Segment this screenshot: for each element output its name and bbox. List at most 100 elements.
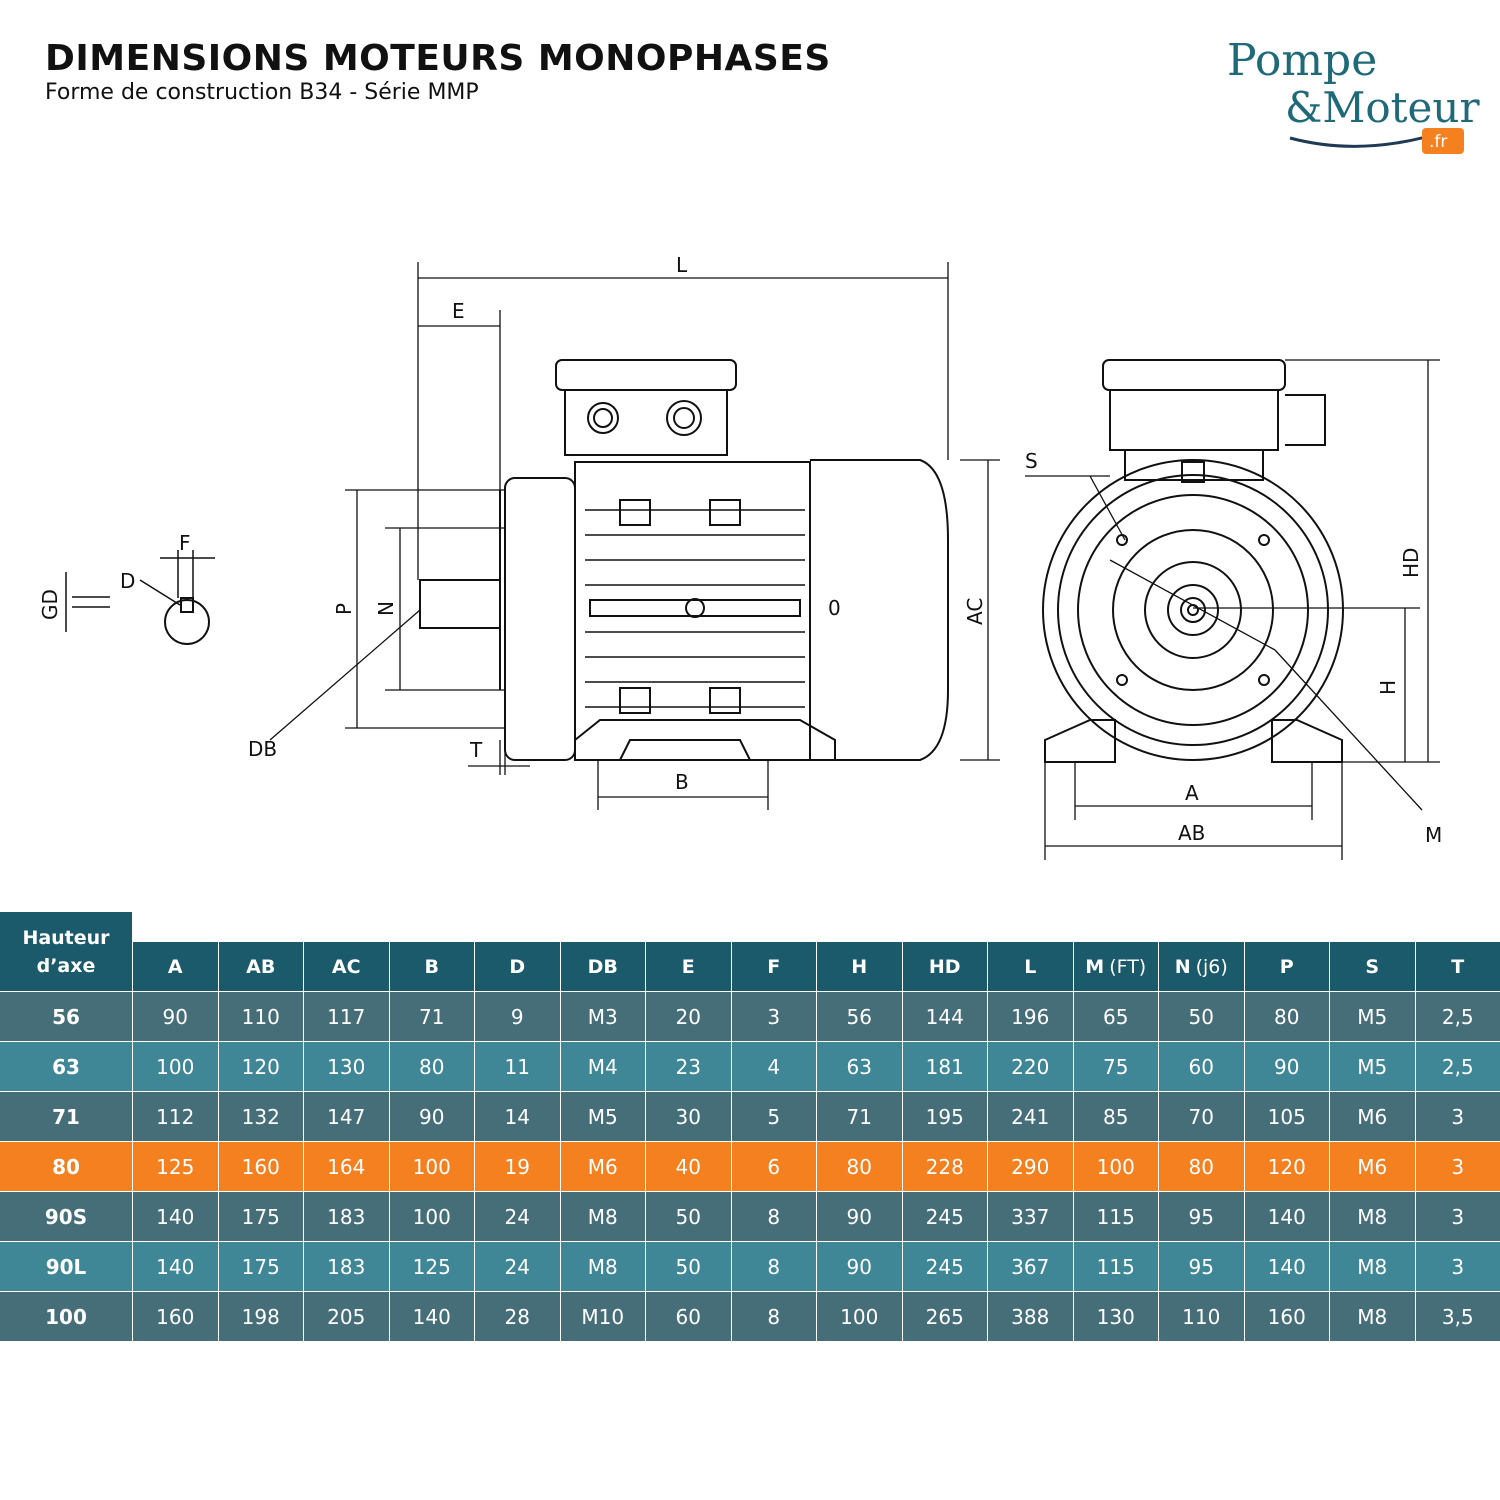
table-cell: 100 (1072, 1142, 1159, 1191)
header-col-l: L (987, 942, 1073, 992)
header-col-label: B (424, 956, 439, 978)
label-A: A (1185, 781, 1199, 805)
table-cell: 196 (987, 992, 1073, 1041)
row-height-cell: 80 (52, 1154, 80, 1179)
brand-logo: Pompe &Moteur .fr (1227, 35, 1480, 154)
table-cell: 8 (730, 1242, 817, 1291)
label-P: P (332, 603, 356, 615)
table-cell: 130 (303, 1042, 389, 1091)
header-col-label: AB (246, 956, 276, 978)
logo-badge-bg (1422, 128, 1464, 154)
table-cell: 80 (816, 1142, 902, 1191)
header-col-label: H (851, 956, 868, 978)
header-col-e: E (645, 942, 731, 992)
page-subtitle: Forme de construction B34 - Série MMP (45, 80, 479, 105)
label-AC: AC (963, 598, 987, 625)
table-cell: 175 (217, 1192, 304, 1241)
table-cell: 245 (901, 1192, 988, 1241)
header-col-label: N (1174, 956, 1191, 978)
table-cell: 19 (474, 1142, 560, 1191)
table-cell: 265 (901, 1292, 988, 1341)
table-cell: M6 (1329, 1142, 1415, 1191)
label-F: F (179, 531, 191, 555)
header-col-m: M(FT) (1072, 942, 1158, 992)
label-T: T (469, 738, 483, 762)
table-cell: 95 (1158, 1242, 1244, 1291)
side-dimensions (269, 262, 1000, 810)
header-col-label: HD (928, 956, 961, 978)
logo-line2: &Moteur (1285, 83, 1480, 132)
header-col-d: D (474, 942, 560, 992)
table-cell: 6 (730, 1142, 817, 1191)
table-cell: 367 (987, 1242, 1073, 1291)
label-D: D (120, 569, 135, 593)
table-cell: 164 (303, 1142, 389, 1191)
table-cell: 130 (1072, 1292, 1159, 1341)
table-cell: 85 (1072, 1092, 1159, 1141)
label-M: M (1425, 823, 1442, 847)
table-cell: 63 (816, 1042, 902, 1091)
table-cell: 3 (1414, 1092, 1500, 1141)
header-col-label: F (767, 956, 781, 978)
table-cell: 337 (987, 1192, 1073, 1241)
header-hauteur-line: d’axe (36, 955, 96, 977)
header-col-t: T (1414, 942, 1500, 992)
table-cell: 120 (217, 1042, 304, 1091)
table-cell: 140 (1243, 1242, 1330, 1291)
table-cell: M6 (1329, 1092, 1415, 1141)
table-cell: 65 (1072, 992, 1159, 1041)
table-cell: M3 (559, 992, 646, 1041)
table-cell: 9 (474, 992, 560, 1041)
header-col-n: N(j6) (1158, 942, 1244, 992)
header-col-b: B (388, 942, 474, 992)
table-cell: 50 (1158, 992, 1244, 1041)
table-cell: 14 (474, 1092, 560, 1141)
table-cell: 110 (1158, 1292, 1244, 1341)
logo-badge: .fr (1429, 132, 1447, 152)
table-cell: M5 (559, 1092, 646, 1141)
table-cell: 4 (730, 1042, 817, 1091)
table-cell: 100 (816, 1292, 902, 1341)
table-cell: 3 (1414, 1242, 1500, 1291)
table-cell: 70 (1158, 1092, 1244, 1141)
label-AB: AB (1178, 821, 1205, 845)
label-N: N (374, 601, 398, 616)
table-cell: M8 (1329, 1292, 1415, 1341)
table-cell: 160 (132, 1292, 218, 1341)
label-L: L (676, 253, 688, 277)
header-hauteur-line: Hauteur (22, 927, 110, 949)
table-cell: 71 (816, 1092, 902, 1141)
row-height-cell: 63 (52, 1054, 80, 1079)
table-cell: M5 (1329, 992, 1415, 1041)
table-cell: 245 (901, 1242, 988, 1291)
front-view (1042, 359, 1344, 763)
side-view (419, 359, 949, 761)
table-cell: M10 (559, 1292, 646, 1341)
table-cell: 115 (1072, 1192, 1159, 1241)
table-cell: 8 (730, 1292, 817, 1341)
table-cell: 60 (645, 1292, 731, 1341)
table-cell: 8 (730, 1192, 817, 1241)
front-dimensions (1025, 359, 1440, 860)
header-col-suffix: (FT) (1109, 956, 1147, 978)
table-cell: 2,5 (1414, 1042, 1500, 1091)
table-cell: 198 (217, 1292, 304, 1341)
table-cell: 110 (217, 992, 304, 1041)
table-cell: 144 (901, 992, 988, 1041)
header-col-label: E (681, 956, 695, 978)
header-col-label: DB (587, 956, 618, 978)
table-cell: 220 (987, 1042, 1073, 1091)
table-cell: 100 (388, 1192, 475, 1241)
header-col-label: L (1024, 956, 1037, 978)
table-cell: 140 (388, 1292, 475, 1341)
table-cell: 195 (901, 1092, 988, 1141)
header-col-a: A (132, 942, 218, 992)
table-cell: 3,5 (1414, 1292, 1500, 1341)
header-col-label: AC (331, 956, 361, 978)
table-cell: 228 (901, 1142, 988, 1191)
table-cell: 50 (645, 1242, 731, 1291)
table-cell: 24 (474, 1242, 560, 1291)
